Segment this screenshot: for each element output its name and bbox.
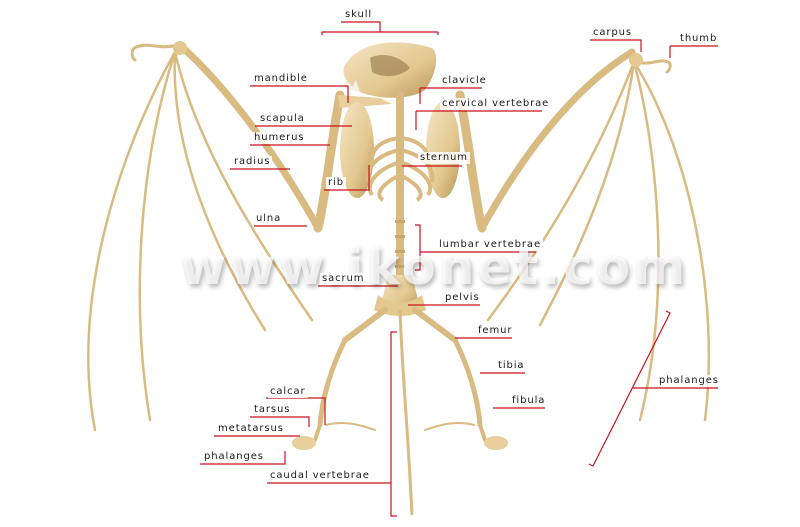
skull-bone <box>338 42 437 108</box>
feet-bones <box>292 436 508 450</box>
label-metatarsus: metatarsus <box>216 423 286 435</box>
label-mandible: mandible <box>252 73 310 85</box>
sacrum-bone <box>382 275 418 310</box>
label-scapula: scapula <box>258 113 307 125</box>
leader-lines <box>200 21 718 517</box>
label-lumbar-vertebrae: lumbar vertebrae <box>437 239 544 251</box>
label-clavicle: clavicle <box>440 75 489 87</box>
left-wing-bones <box>87 41 345 432</box>
label-tibia: tibia <box>496 360 527 372</box>
label-caudal-vertebrae: caudal vertebrae <box>268 470 372 482</box>
label-calcar: calcar <box>268 386 308 398</box>
label-pelvis: pelvis <box>443 292 482 304</box>
label-fibula: fibula <box>510 395 548 407</box>
label-rib: rib <box>326 177 346 189</box>
label-carpus: carpus <box>591 27 635 39</box>
label-radius: radius <box>232 156 273 168</box>
label-cervical-vertebrae: cervical vertebrae <box>440 98 552 110</box>
right-scapula-bone <box>426 102 460 198</box>
label-phalanges-wing: phalanges <box>657 375 721 387</box>
label-tarsus: tarsus <box>252 404 293 416</box>
leg-bones <box>313 307 487 442</box>
label-thumb: thumb <box>678 33 720 45</box>
label-sternum: sternum <box>418 152 470 164</box>
label-phalanges-foot: phalanges <box>202 451 266 463</box>
label-humerus: humerus <box>252 132 307 144</box>
right-wing-bones <box>455 48 711 422</box>
vertebra-marks <box>395 220 405 268</box>
label-ulna: ulna <box>254 213 284 225</box>
label-sacrum: sacrum <box>320 273 367 285</box>
label-skull: skull <box>343 9 375 21</box>
label-femur: femur <box>476 325 515 337</box>
tail-bone <box>398 309 414 516</box>
